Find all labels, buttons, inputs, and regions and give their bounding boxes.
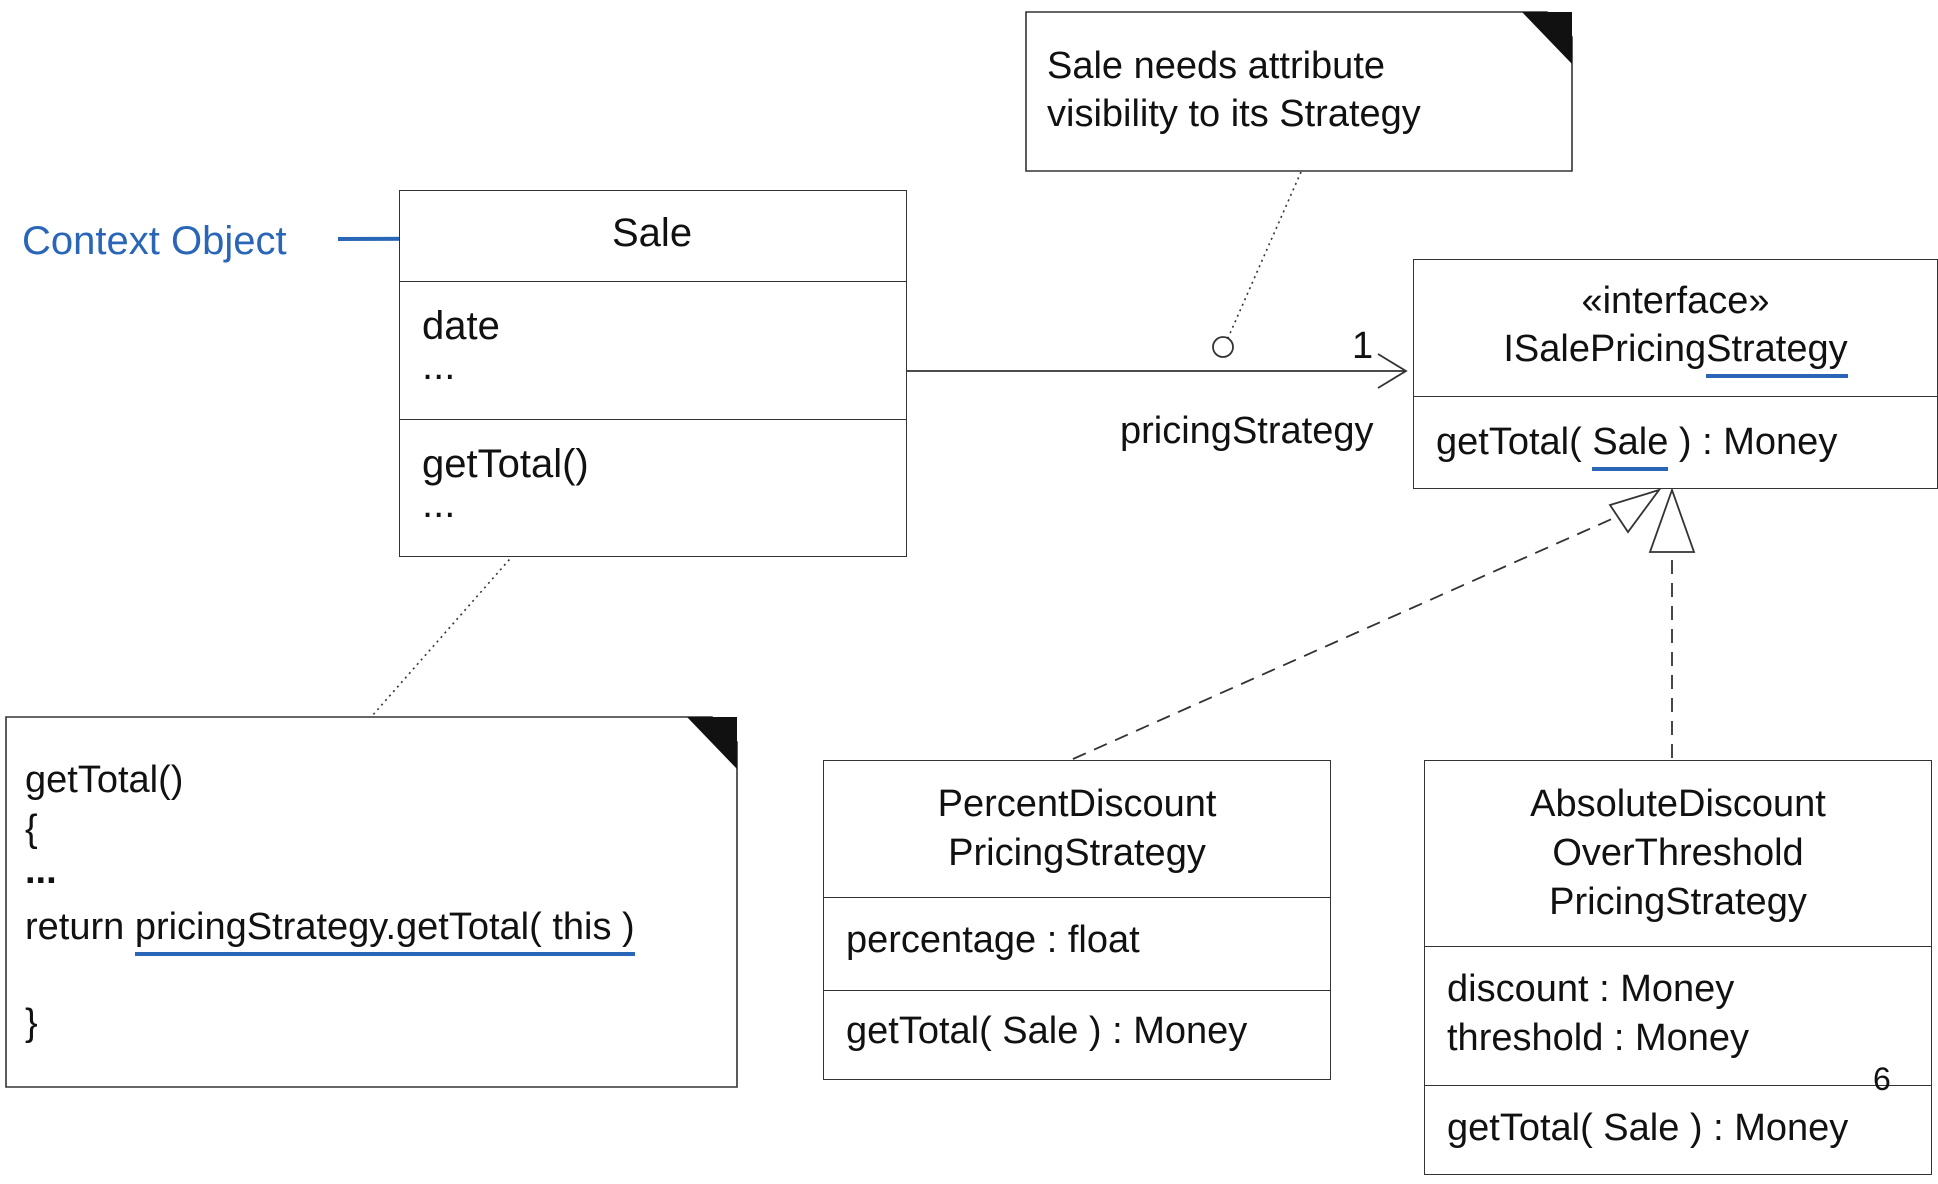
percent-class-name-line1: PercentDiscount: [937, 783, 1217, 825]
percent-op-gettotal: getTotal( Sale ) : Money: [846, 1010, 1248, 1052]
sale-class-name: Sale: [612, 211, 693, 255]
note-code-line5: }: [25, 1002, 38, 1044]
absolute-op-gettotal: getTotal( Sale ) : Money: [1447, 1107, 1849, 1149]
percent-class-name-line2: PricingStrategy: [948, 832, 1206, 874]
page-number: 6: [1873, 1061, 1891, 1097]
percent-attr-percentage: percentage : float: [846, 919, 1140, 961]
note-code-call: pricingStrategy.getTotal( this ): [134, 906, 635, 956]
absolute-discount-class[interactable]: AbsoluteDiscount OverThreshold PricingSt…: [1424, 760, 1932, 1175]
absolute-attr-threshold: threshold : Money: [1447, 1017, 1750, 1059]
association-multiplicity: 1: [1352, 325, 1374, 367]
note-fold-corner: [687, 717, 737, 769]
sale-class[interactable]: Sale date ... getTotal() ...: [399, 190, 907, 557]
percent-discount-class[interactable]: PercentDiscount PricingStrategy percenta…: [823, 760, 1331, 1080]
realization-percent-line: [1072, 517, 1615, 760]
percent-attr-divider: [824, 897, 1330, 898]
sale-op-divider: [400, 419, 906, 420]
interface-stereotype: «interface»: [1581, 280, 1770, 322]
percent-op-divider: [824, 990, 1330, 991]
interface-op-suffix: ) : Money: [1668, 421, 1838, 463]
absolute-attr-discount: discount : Money: [1447, 968, 1735, 1010]
note-top-line1: Sale needs attribute: [1047, 45, 1386, 87]
absolute-class-name-line3: PricingStrategy: [1549, 881, 1807, 923]
realization-percent-arrowhead: [1608, 488, 1662, 534]
interface-name-part1: ISalePricing: [1503, 328, 1707, 370]
absolute-class-name-line1: AbsoluteDiscount: [1530, 783, 1826, 825]
note-gettotal-code[interactable]: getTotal() { ... return pricingStrategy.…: [5, 716, 738, 1088]
note-shape: [1025, 11, 1573, 172]
realization-absolute-arrowhead: [1648, 487, 1696, 553]
note-code-return: return: [25, 906, 135, 948]
note-shape: [5, 716, 738, 1088]
note-top-line2: visibility to its Strategy: [1047, 93, 1421, 135]
interface-isalepricingstrategy[interactable]: «interface» ISalePricingStrategy getTota…: [1413, 259, 1938, 489]
interface-op-prefix: getTotal(: [1436, 421, 1593, 463]
sale-attr-divider: [400, 281, 906, 282]
note-fold-corner: [1522, 12, 1572, 64]
note-code-line2: {: [25, 808, 38, 850]
note-attribute-visibility[interactable]: Sale needs attribute visibility to its S…: [1025, 11, 1573, 172]
note-code-line1: getTotal(): [25, 759, 184, 801]
interface-name: ISalePricingStrategy: [1414, 328, 1937, 378]
absolute-op-divider: [1425, 1085, 1931, 1086]
sale-attr-ellipsis: ...: [422, 344, 456, 388]
association-arrowhead: [1377, 353, 1408, 389]
absolute-class-name-line2: OverThreshold: [1552, 832, 1804, 874]
sale-op-ellipsis: ...: [422, 482, 456, 526]
interface-op-param: Sale: [1592, 421, 1669, 471]
interface-name-part2: Strategy: [1706, 328, 1848, 378]
interface-op-divider: [1414, 396, 1937, 397]
note-code-line4: return pricingStrategy.getTotal( this ): [25, 906, 635, 956]
note-code-line3: ...: [25, 850, 57, 892]
absolute-attr-divider: [1425, 946, 1931, 947]
note-top-connector: [1227, 171, 1302, 339]
interface-op-gettotal: getTotal( Sale ) : Money: [1436, 421, 1838, 471]
note-top-anchor: [1212, 336, 1234, 358]
sale-attr-date: date: [422, 304, 500, 348]
sale-op-gettotal: getTotal(): [422, 442, 589, 486]
context-object-label: Context Object: [22, 219, 287, 263]
association-role-name: pricingStrategy: [1120, 410, 1374, 452]
